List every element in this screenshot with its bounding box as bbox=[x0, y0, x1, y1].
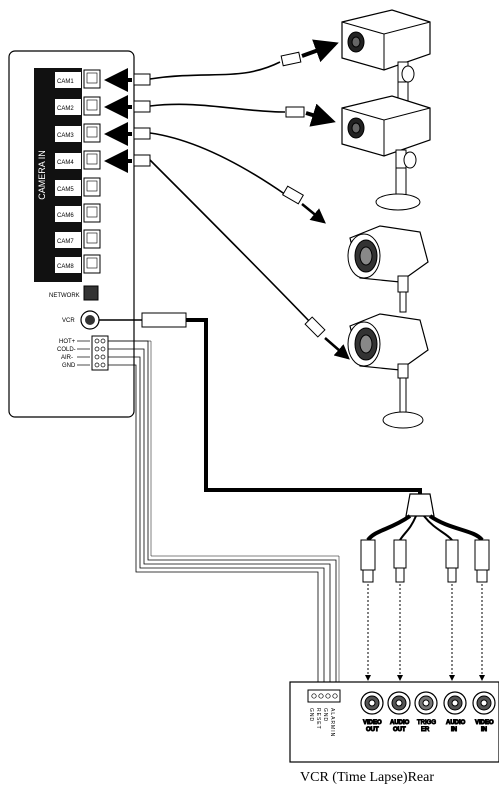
camera-in-label: CAMERA IN bbox=[37, 150, 47, 200]
vcr-rear-caption: VCR (Time Lapse)Rear bbox=[300, 770, 435, 785]
alarm-terminal-label: HOT+ bbox=[59, 339, 76, 345]
alarm-wires bbox=[108, 340, 340, 690]
alarm-terminal-label: AIR- bbox=[61, 355, 73, 361]
network-label: NETWORK bbox=[49, 293, 80, 299]
rj45-port-icon[interactable] bbox=[83, 96, 101, 116]
vcr-terminal-label: RESET bbox=[315, 708, 321, 730]
trigger-jack[interactable]: TRIGG ER bbox=[414, 691, 438, 734]
cable-connector-icon bbox=[133, 100, 151, 113]
rj45-port-icon[interactable] bbox=[83, 69, 101, 89]
cam-port-8[interactable]: CAM8 bbox=[55, 254, 101, 274]
audio-out-jack[interactable]: AUDIO OUT bbox=[387, 691, 411, 734]
box-camera-icon bbox=[341, 95, 431, 211]
jack-label: OUT bbox=[393, 727, 406, 733]
cable-connector-icon bbox=[133, 154, 151, 167]
cable-connector-icon bbox=[393, 539, 407, 569]
cable-connector-icon bbox=[360, 539, 376, 571]
alarm-terminal-block[interactable]: HOT+ COLD- AIR- GND bbox=[57, 335, 109, 371]
vcr-cable bbox=[99, 312, 484, 542]
jack-label: IN bbox=[481, 727, 487, 733]
cam-port-3[interactable]: CAM3 bbox=[55, 123, 101, 143]
cam-port-label: CAM5 bbox=[57, 187, 74, 193]
rj45-port-icon[interactable] bbox=[83, 123, 101, 143]
rj45-port-icon[interactable] bbox=[83, 150, 101, 170]
jack-label: ER bbox=[421, 727, 430, 733]
jack-label: IN bbox=[451, 727, 457, 733]
cable-connector-icon bbox=[285, 106, 305, 118]
jack-label: VIDEO bbox=[475, 720, 494, 726]
vcr-terminal-label: GND bbox=[308, 708, 314, 722]
cable-connector-icon bbox=[280, 51, 302, 67]
jack-label: AUDIO bbox=[446, 720, 466, 726]
jack-label: VIDEO bbox=[363, 720, 382, 726]
jack-label: TRIGG bbox=[417, 720, 436, 726]
jack-label: AUDIO bbox=[390, 720, 410, 726]
cable-connector-icon bbox=[445, 539, 459, 569]
rj45-port-icon[interactable] bbox=[83, 254, 101, 274]
rj45-port-icon[interactable] bbox=[83, 229, 101, 249]
vcr-terminal-label: ALARMIN bbox=[329, 708, 335, 737]
bullet-camera-icon bbox=[347, 225, 429, 313]
cam-port-4[interactable]: CAM4 bbox=[55, 150, 101, 170]
cam-port-1[interactable]: CAM1 bbox=[55, 69, 101, 89]
vcr-jacks: VIDEO OUT AUDIO OUT TRIGG ER AUDIO IN bbox=[360, 691, 496, 734]
jack-label: OUT bbox=[366, 727, 379, 733]
cam-port-5[interactable]: CAM5 bbox=[55, 177, 101, 197]
rj45-port-icon[interactable] bbox=[83, 285, 99, 301]
cam-port-label: CAM6 bbox=[57, 213, 74, 219]
bullet-camera-icon bbox=[347, 313, 429, 429]
jack-arrows bbox=[365, 584, 485, 681]
cam-port-6[interactable]: CAM6 bbox=[55, 203, 101, 223]
network-port[interactable]: NETWORK bbox=[49, 285, 99, 301]
cable-connector-icon bbox=[474, 539, 490, 571]
cable-connector-icon bbox=[282, 185, 304, 205]
audio-in-jack[interactable]: AUDIO IN bbox=[443, 691, 467, 734]
cable-connector-icon bbox=[304, 316, 326, 338]
cam-port-label: CAM8 bbox=[57, 264, 74, 270]
cam-port-label: CAM4 bbox=[57, 160, 74, 166]
av-plugs bbox=[360, 539, 490, 583]
alarm-terminal-block[interactable] bbox=[307, 689, 341, 703]
alarm-terminal-label: COLD- bbox=[57, 347, 76, 353]
camera-cables bbox=[104, 39, 350, 360]
cam-port-2[interactable]: CAM2 bbox=[55, 96, 101, 116]
box-camera-icon bbox=[341, 9, 431, 111]
cam-port-7[interactable]: CAM7 bbox=[55, 229, 101, 249]
cable-connector-icon bbox=[141, 312, 187, 328]
video-in-jack[interactable]: VIDEO IN bbox=[472, 691, 496, 734]
cam-port-label: CAM7 bbox=[57, 239, 74, 245]
vcr-terminal-label: GND bbox=[322, 708, 328, 722]
video-out-jack[interactable]: VIDEO OUT bbox=[360, 691, 384, 734]
rj45-port-icon[interactable] bbox=[83, 177, 101, 197]
alarm-terminal-label: GND bbox=[62, 363, 76, 369]
rj45-port-icon[interactable] bbox=[83, 203, 101, 223]
vcr-port-label: VCR bbox=[62, 318, 75, 324]
cable-connector-icon bbox=[133, 73, 151, 86]
cam-port-label: CAM3 bbox=[57, 133, 74, 139]
vcr-port[interactable]: VCR bbox=[62, 310, 100, 330]
cam-port-label: CAM2 bbox=[57, 106, 74, 112]
cam-port-list: CAM1 CAM2 CAM3 CAM4 CAM5 bbox=[55, 69, 101, 274]
cam-port-label: CAM1 bbox=[57, 79, 74, 85]
cable-connector-icon bbox=[133, 127, 151, 140]
